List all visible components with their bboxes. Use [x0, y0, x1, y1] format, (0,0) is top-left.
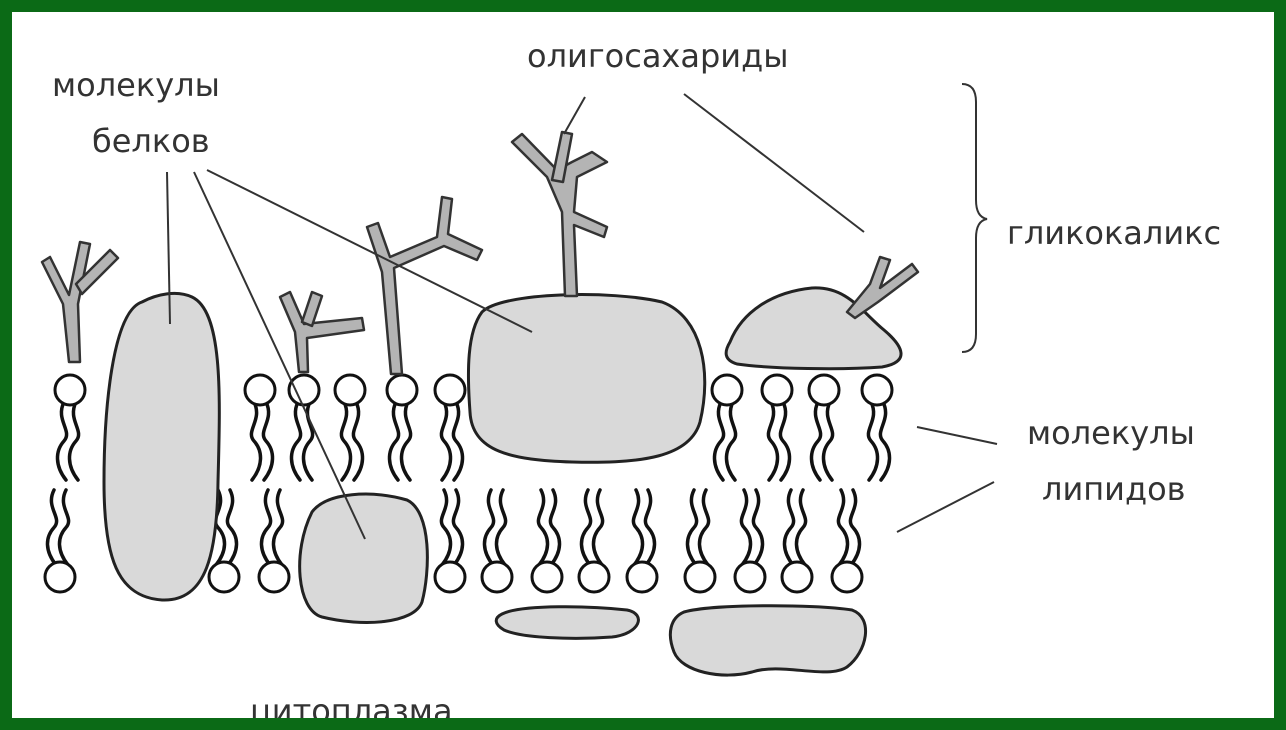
lipid-tail [581, 490, 590, 565]
lipid-tail [699, 490, 708, 565]
lipid-tail [550, 490, 559, 565]
label-protein-molecules-line1: молекулы [52, 66, 220, 104]
lipid-head [435, 375, 465, 405]
oligosaccharide-right [847, 257, 918, 318]
lipid-head [809, 375, 839, 405]
lipid-tail [880, 402, 889, 480]
lipid-tail [784, 490, 793, 565]
lipid-tail [453, 490, 462, 565]
oligosaccharide-mid-left [280, 292, 364, 372]
lipid-tail [484, 490, 493, 565]
lipid-head [685, 562, 715, 592]
lipid-head [627, 562, 657, 592]
integral-protein-left [104, 293, 219, 600]
lipid-head [782, 562, 812, 592]
lipid-head [762, 375, 792, 405]
lipid-tail [291, 402, 300, 480]
lipid-tail [796, 490, 805, 565]
oligosaccharide-large [512, 132, 607, 296]
lipid-tail [593, 490, 602, 565]
lipid-tail [645, 490, 654, 565]
lipid-tail [726, 402, 735, 480]
lipid-tail [811, 402, 820, 480]
lipid-tail [261, 490, 270, 565]
protein-center-large [468, 295, 704, 463]
lipid-tail [868, 402, 877, 480]
lipid-head [579, 562, 609, 592]
lipid-tail [496, 490, 505, 565]
lipid-tail [69, 402, 78, 480]
lipid-head [482, 562, 512, 592]
lipid-head [259, 562, 289, 592]
label-lipid-molecules-line2: липидов [1042, 470, 1186, 508]
lipid-tail [741, 490, 750, 565]
lipid-tail [303, 402, 312, 480]
lipid-head [735, 562, 765, 592]
lipid-tail [538, 490, 547, 565]
lipid-tail [753, 490, 762, 565]
lipid-tail [823, 402, 832, 480]
label-protein-molecules-line2: белков [92, 122, 210, 160]
lipid-tail [59, 490, 68, 565]
lipid-head [55, 375, 85, 405]
lipid-tail [263, 402, 272, 480]
label-oligosaccharides: олигосахариды [527, 37, 788, 75]
lipid-tail [389, 402, 398, 480]
lipid-tail [353, 402, 362, 480]
glycocalyx-brace [962, 84, 987, 352]
cell-membrane-diagram: молекулы белков олигосахариды гликокалик… [12, 12, 1286, 730]
peripheral-protein-bottom-right [670, 606, 865, 675]
lipid-tail [838, 490, 847, 565]
label-cytoplasm: цитоплазма [250, 692, 453, 730]
lipid-tail [714, 402, 723, 480]
lipid-head [862, 375, 892, 405]
lipid-tail [57, 402, 66, 480]
lipid-head [335, 375, 365, 405]
lipid-tail [633, 490, 642, 565]
lipid-tail [227, 490, 236, 565]
lipid-tail [441, 402, 450, 480]
lipid-tail [687, 490, 696, 565]
lipid-tail [768, 402, 777, 480]
lipid-head [435, 562, 465, 592]
label-glycocalyx: гликокаликс [1007, 214, 1221, 252]
lipid-head [45, 562, 75, 592]
lipid-tail [780, 402, 789, 480]
lipid-head [209, 562, 239, 592]
lipid-head [712, 375, 742, 405]
lipid-head [832, 562, 862, 592]
oligosaccharide-left [42, 242, 118, 362]
lipid-tail [453, 402, 462, 480]
peripheral-protein-small [496, 607, 638, 639]
lipid-head [532, 562, 562, 592]
protein-inner-leaflet [300, 494, 428, 622]
oligosaccharide-tall [367, 197, 482, 374]
lipid-head [245, 375, 275, 405]
lipid-tail [251, 402, 260, 480]
lipid-head [387, 375, 417, 405]
lipid-tail [341, 402, 350, 480]
lipid-tail [47, 490, 56, 565]
lipid-head [289, 375, 319, 405]
label-lipid-molecules-line1: молекулы [1027, 414, 1195, 452]
lipid-tail [850, 490, 859, 565]
lipid-tail [441, 490, 450, 565]
lipid-tail [273, 490, 282, 565]
lipid-tail [401, 402, 410, 480]
